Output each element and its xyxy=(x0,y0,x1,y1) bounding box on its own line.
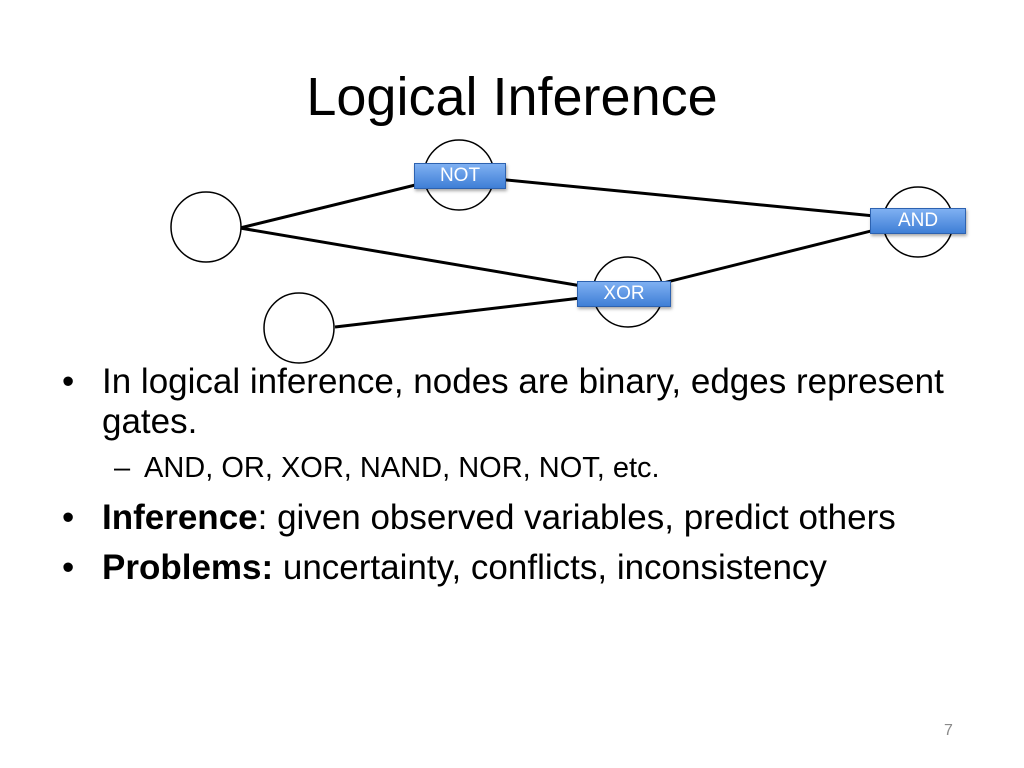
sub-bullet-text: AND, OR, XOR, NAND, NOR, NOT, etc. xyxy=(144,452,660,484)
bullet-item: • Problems: uncertainty, conflicts, inco… xyxy=(56,548,976,588)
edge-bottom-to-xor xyxy=(334,291,624,329)
edge-not-to-and xyxy=(455,173,916,222)
gate-label-not: NOT xyxy=(414,163,506,189)
node-bottom xyxy=(263,292,335,364)
sub-bullet-item: – AND, OR, XOR, NAND, NOR, NOT, etc. xyxy=(56,450,976,486)
bullet-marker: • xyxy=(62,362,75,401)
bullet-marker: • xyxy=(62,498,75,537)
bullet-list: • In logical inference, nodes are binary… xyxy=(56,362,976,598)
bullet-marker: • xyxy=(62,548,75,587)
slide-title: Logical Inference xyxy=(306,67,718,127)
bullet-bold-term: Problems: xyxy=(102,548,274,587)
bullet-item: • In logical inference, nodes are binary… xyxy=(56,362,976,442)
page-number: 7 xyxy=(944,722,953,739)
sub-bullet-marker: – xyxy=(114,452,131,484)
bullet-bold-term: Inference xyxy=(102,498,258,537)
bullet-text: In logical inference, nodes are binary, … xyxy=(102,362,944,441)
edge-xor-to-and xyxy=(622,218,916,295)
node-left xyxy=(170,191,242,263)
gate-label-and: AND xyxy=(870,208,966,234)
bullet-text: : given observed variables, predict othe… xyxy=(257,498,896,537)
edge-left-to-xor xyxy=(239,226,624,295)
bullet-item: • Inference: given observed variables, p… xyxy=(56,498,976,538)
bullet-text: uncertainty, conflicts, inconsistency xyxy=(273,548,827,587)
gate-label-xor: XOR xyxy=(577,281,671,307)
